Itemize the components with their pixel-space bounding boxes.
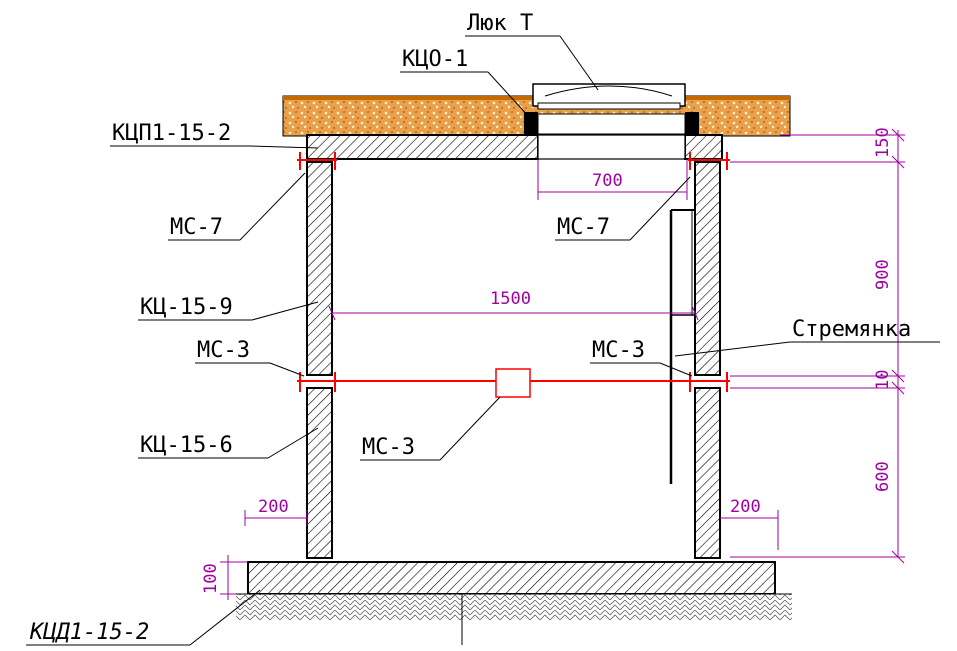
seal-markers	[297, 152, 730, 398]
mc7-left-label: МС-7	[170, 215, 223, 240]
top-slab-label: КЦП1-15-2	[112, 121, 231, 146]
mc3-left-label: МС-3	[197, 338, 250, 363]
mc3-right-label: МС-3	[592, 338, 645, 363]
dim-upper-ring: 900	[873, 259, 893, 290]
top-slab	[306, 134, 723, 160]
support-ring	[524, 112, 699, 135]
upper-ring-walls	[306, 161, 721, 376]
hatch-label: Люк Т	[467, 11, 533, 36]
dim-slab-thickness: 150	[873, 127, 893, 158]
upper-ring-label: КЦ-15-9	[140, 295, 233, 320]
ladder	[669, 209, 694, 484]
dimension-lines	[220, 128, 905, 600]
lower-ring-walls	[306, 387, 721, 559]
dim-bottom-thickness: 100	[201, 563, 221, 594]
bottom-slab-label: КЦД1-15-2	[29, 620, 149, 645]
dim-lower-ring: 600	[873, 461, 893, 492]
mc7-right-label: МС-7	[557, 215, 610, 240]
dim-joint: 10	[873, 370, 893, 390]
ring-top-label: КЦО-1	[402, 47, 468, 72]
lower-ring-label: КЦ-15-6	[140, 433, 233, 458]
dim-opening: 700	[592, 171, 623, 191]
mc3-center-label: МС-3	[362, 435, 415, 460]
leader-lines	[26, 35, 940, 646]
hatch-cover	[532, 83, 686, 110]
ladder-label: Стремянка	[792, 317, 911, 342]
dim-wall-right: 200	[730, 497, 761, 517]
bottom-slab	[236, 561, 792, 645]
dim-inner-diameter: 1500	[490, 289, 531, 309]
dim-wall-left: 200	[258, 497, 289, 517]
